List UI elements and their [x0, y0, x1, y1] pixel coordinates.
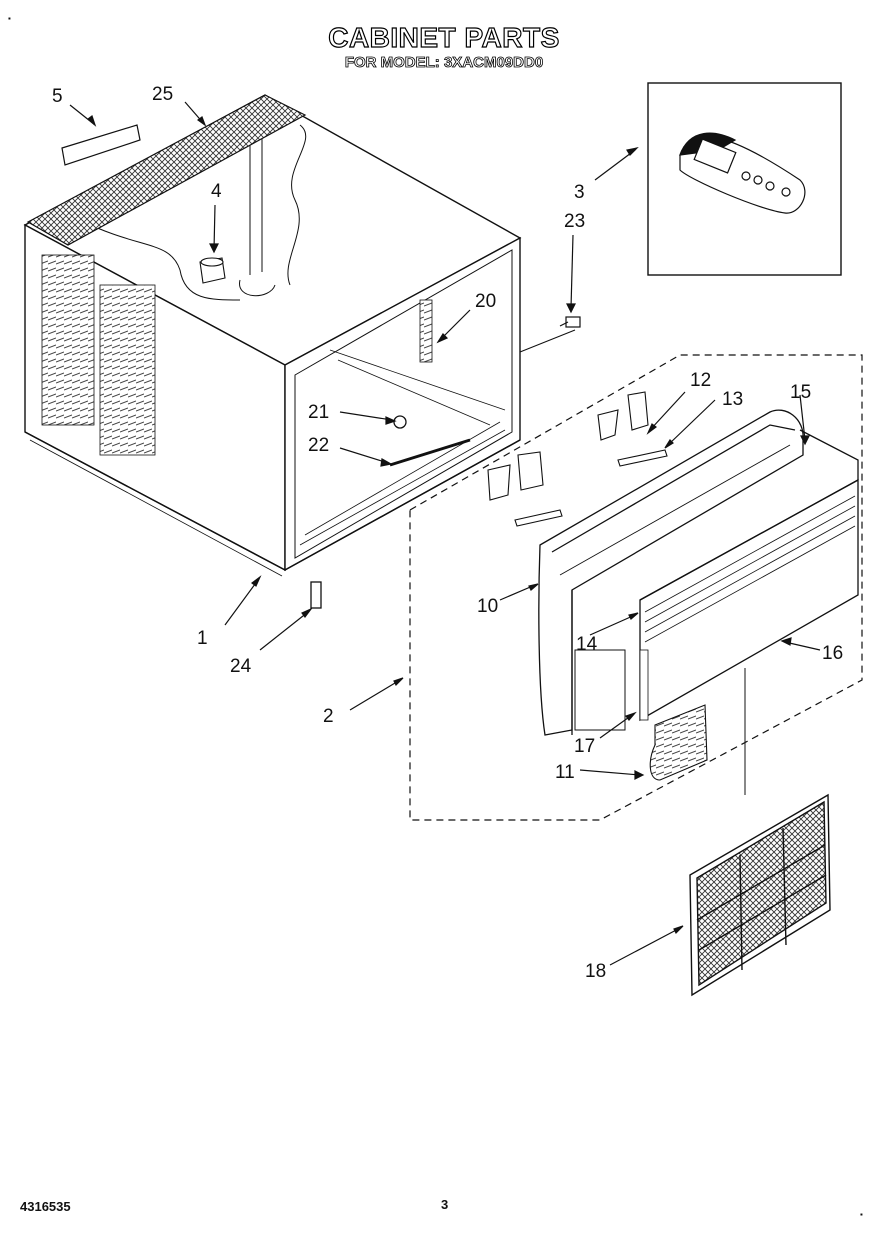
cabinet-wrapper — [23, 94, 522, 577]
label-part-5 — [61, 124, 141, 166]
top-grille-part-25 — [26, 94, 307, 246]
leader-arrows — [69, 101, 821, 966]
callout-5: 5 — [52, 86, 63, 107]
callout-23: 23 — [564, 211, 585, 232]
callout-10: 10 — [477, 596, 498, 617]
front-grille-part-16 — [639, 429, 859, 722]
callout-2: 2 — [323, 706, 334, 727]
cabinet-side-louvers — [41, 254, 156, 456]
callout-20: 20 — [475, 291, 496, 312]
remote-control-part-3 — [679, 132, 806, 214]
footer-part-number: 4316535 — [20, 1199, 71, 1214]
front-panel-part-10 — [538, 409, 804, 736]
assembly-outline-part-2 — [409, 354, 863, 821]
callout-labels: 5 25 4 3 23 20 21 22 12 13 15 10 14 16 1… — [52, 84, 843, 982]
callout-12: 12 — [690, 370, 711, 391]
corner-registration-mark: ▪ — [8, 14, 11, 23]
fitting-part-4 — [199, 257, 226, 284]
louvre-part-11 — [649, 704, 708, 781]
callout-13: 13 — [722, 389, 743, 410]
strip-part-22 — [389, 438, 471, 467]
callout-22: 22 — [308, 435, 329, 456]
clips-part-12-13 — [487, 391, 668, 527]
corner-registration-mark: ▪ — [860, 1210, 863, 1219]
page-title: CABINET PARTS — [328, 21, 560, 53]
callout-3: 3 — [574, 182, 585, 203]
callout-18: 18 — [585, 961, 606, 982]
callout-24: 24 — [230, 656, 252, 677]
filter-part-18 — [689, 793, 831, 997]
callout-17: 17 — [574, 736, 595, 757]
callout-1: 1 — [197, 628, 208, 649]
callout-4: 4 — [211, 181, 222, 202]
bracket-part-24 — [310, 581, 322, 609]
callout-11: 11 — [555, 762, 575, 783]
callout-14: 14 — [576, 634, 598, 655]
callout-21: 21 — [308, 402, 329, 423]
model-subtitle: FOR MODEL: 3XACM09DD0 — [344, 54, 544, 72]
screw-part-21 — [393, 415, 407, 429]
callout-25: 25 — [152, 84, 173, 105]
callout-16: 16 — [822, 643, 843, 664]
screw-part-23 — [559, 316, 581, 328]
footer-page-number: 3 — [441, 1197, 449, 1212]
callout-15: 15 — [790, 382, 811, 403]
cabinet-top-details — [79, 120, 307, 301]
